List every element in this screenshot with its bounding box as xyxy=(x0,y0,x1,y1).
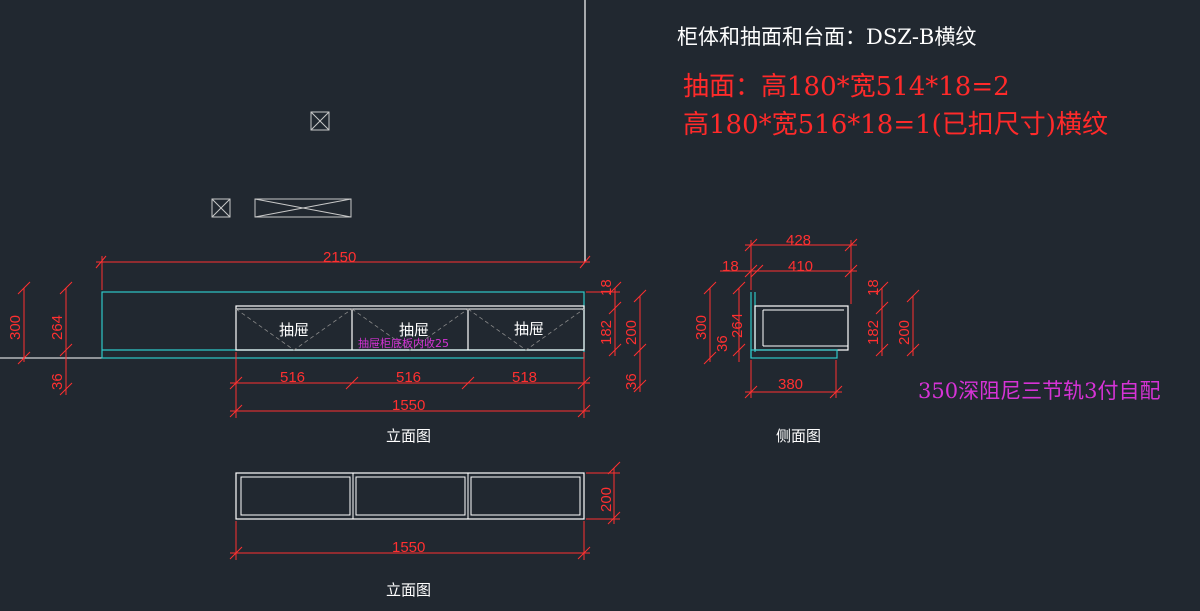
front-view-caption: 立面图 xyxy=(386,427,431,445)
dim-overall-width: 2150 xyxy=(323,249,356,266)
side-base-outline xyxy=(750,349,838,359)
dim-top-thickness: 18 xyxy=(598,279,615,296)
side-drawer-outline xyxy=(754,305,849,351)
hardware-note: 350深阻尼三节轨3付自配 xyxy=(918,379,1161,403)
material-note: 柜体和抽面和台面：DSZ-B横纹 xyxy=(677,25,977,49)
dim-drawer-width: 516 xyxy=(280,369,305,386)
side-view-caption: 侧面图 xyxy=(776,427,821,445)
dim-drawer-width: 516 xyxy=(396,369,421,386)
dim-inner-depth: 410 xyxy=(788,258,813,275)
cross-rect-symbol xyxy=(254,198,352,218)
drawer-label: 抽屉 xyxy=(514,320,544,338)
plan-view: 200 1550 立面图 xyxy=(229,461,621,599)
dim-top-depth: 428 xyxy=(786,232,811,249)
side-view: 428 18 410 300 264 36 18 182 200 380 侧面图 xyxy=(693,232,920,445)
drawer-label: 抽屉 xyxy=(399,321,429,339)
plan-outline xyxy=(235,472,585,520)
cross-box-symbol xyxy=(310,111,330,131)
plan-view-caption: 立面图 xyxy=(386,581,431,599)
dim-height: 300 xyxy=(693,315,710,340)
drawer-front-spec-2: 高180*宽516*18=1(已扣尺寸)横纹 xyxy=(683,110,1108,140)
dim-panel-thickness: 18 xyxy=(722,258,739,275)
front-view: 抽屉 抽屉 抽屉 抽屉柜底板内收25 2150 300 264 36 xyxy=(7,249,647,445)
dim-drawer-unit-width: 1550 xyxy=(392,397,425,414)
dim-base-height: 36 xyxy=(714,335,731,352)
dim-base-height: 36 xyxy=(49,373,66,390)
cabinet-outline xyxy=(101,291,585,359)
dim-top-thickness: 18 xyxy=(865,279,882,296)
cross-box-symbol xyxy=(211,198,231,218)
dim-drawer-depth: 380 xyxy=(778,376,803,393)
drawer-label: 抽屉 xyxy=(279,321,309,339)
dim-drawer-total-height: 200 xyxy=(896,320,913,345)
dim-drawer-height: 182 xyxy=(598,320,615,345)
dim-drawer-height: 182 xyxy=(865,320,882,345)
dim-height: 300 xyxy=(7,315,24,340)
dim-drawer-bottom: 36 xyxy=(623,373,640,390)
dim-plan-height: 200 xyxy=(598,487,615,512)
drawer-front-spec-1: 抽面：高180*宽514*18=2 xyxy=(683,72,1010,102)
dim-body-height: 264 xyxy=(729,313,746,338)
dim-plan-width: 1550 xyxy=(392,539,425,556)
dim-body-height: 264 xyxy=(49,315,66,340)
inset-note: 抽屉柜底板内收25 xyxy=(358,336,449,350)
dim-drawer-total-height: 200 xyxy=(623,320,640,345)
dim-drawer-width: 518 xyxy=(512,369,537,386)
